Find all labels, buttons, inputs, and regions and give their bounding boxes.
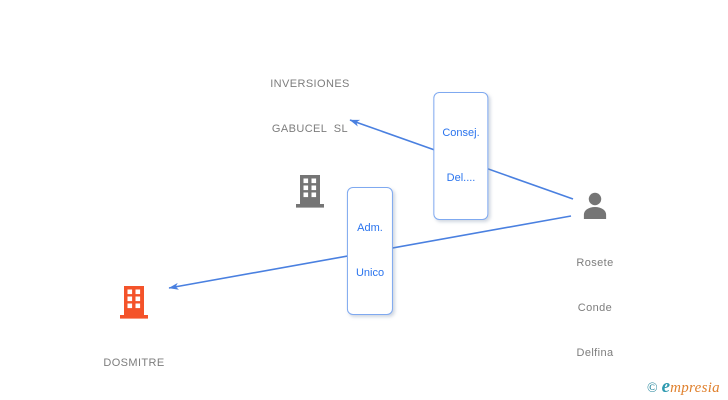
building-icon (296, 175, 324, 208)
empresia-logo[interactable]: ©empresia (647, 376, 720, 398)
copyright-symbol: © (647, 381, 658, 396)
brand-initial: e (661, 376, 671, 397)
edge-label-line: Consej. (442, 127, 480, 139)
node-label-line: GABUCEL SL (271, 123, 349, 135)
node-label-line: INVERSIONES (270, 78, 350, 90)
node-label: INVERSIONES GABUCEL SL (230, 47, 390, 167)
edge-label-line: Unico (355, 267, 385, 279)
node-label: Rosete Conde Delfina (555, 226, 635, 391)
edge-label-administrador-unico[interactable]: Adm. Unico (346, 187, 394, 315)
person-icon (583, 192, 607, 219)
brand-rest: mpresia (670, 380, 720, 396)
edge-label-line: Del.... (446, 172, 476, 184)
building-icon (120, 286, 148, 319)
node-inversiones-gabucel[interactable]: INVERSIONES GABUCEL SL (230, 47, 390, 210)
node-label-line: Delfina (576, 347, 614, 359)
edge-label-line: Adm. (357, 222, 383, 234)
edge-label-consejero-delegado[interactable]: Consej. Del.... (433, 92, 489, 220)
node-label-line: DOSMITRE (103, 357, 165, 369)
node-label: DOSMITRE SL (64, 326, 204, 400)
node-label-line: Rosete (576, 257, 614, 269)
node-rosete-conde-delfina[interactable]: Rosete Conde Delfina (555, 191, 635, 391)
node-label-line: Conde (577, 302, 613, 314)
node-dosmitre[interactable]: DOSMITRE SL (64, 283, 204, 400)
